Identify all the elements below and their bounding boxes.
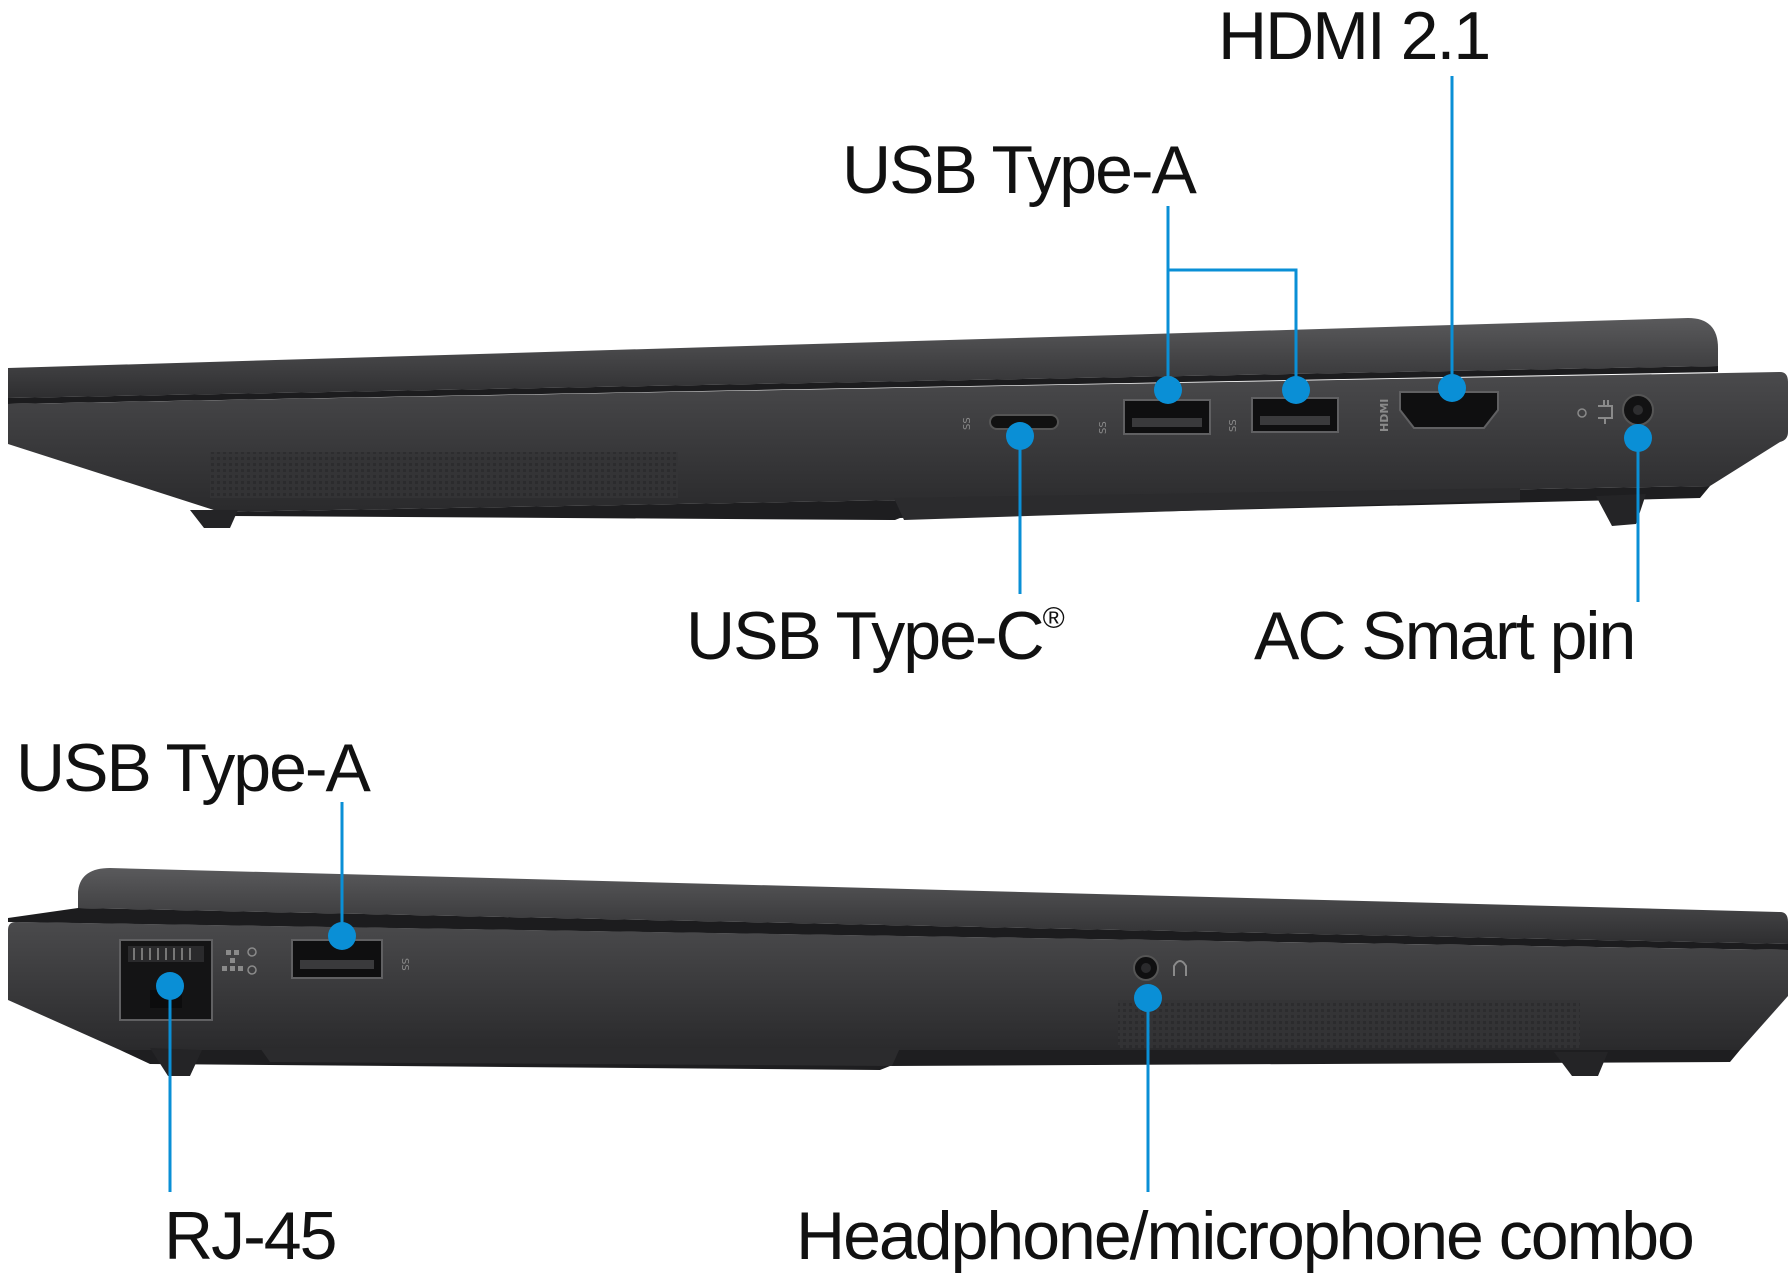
foot-left [190,510,238,528]
label-usb-a-right: USB Type-A [842,132,1197,208]
vent-grille [1118,1000,1580,1048]
lid-seam [8,366,1718,404]
callout-dot-hdmi [1438,374,1466,402]
foot-mid [894,488,1520,520]
ac-charge-led [1577,408,1587,418]
callout-dot-ac [1624,424,1652,452]
callout-dots [156,374,1652,1012]
foot-right [1554,1052,1608,1076]
label-usb-c-text: USB Type-C [686,598,1045,674]
callout-dot-rj45 [156,972,184,1000]
network-led-2 [247,965,257,975]
vent-grille [210,452,678,498]
headphone-icon [1173,960,1187,976]
hdmi-logo-mark: HDMI [1378,399,1391,432]
label-ac-smart-pin: AC Smart pin [1254,598,1636,674]
label-rj45: RJ-45 [164,1198,337,1274]
label-hdmi: HDMI 2.1 [1218,0,1491,74]
hdmi-port [1399,391,1499,429]
foot-right [1596,494,1646,526]
foot-mid [260,1048,900,1066]
left-side-view: SS [8,868,1788,1076]
usb-a-port-1 [1123,399,1211,435]
label-usb-c: USB Type-C® [686,602,1065,670]
callout-dot-headphone [1134,984,1162,1012]
plug-icon [1598,400,1613,424]
callouts [168,76,1640,1192]
lid-top [78,868,1788,944]
usb-a-left-ss-mark: SS [399,958,410,971]
usb-c-ss-mark: SS [962,417,973,430]
registered-mark: ® [1042,602,1065,635]
usb-a-1-ss-mark: SS [1098,421,1109,434]
label-headphone: Headphone/microphone combo [796,1198,1695,1274]
lid-top [8,318,1718,398]
callout-dot-usb-a-2 [1282,376,1310,404]
foot-left [150,1048,202,1076]
callout-dot-usb-c [1006,422,1034,450]
lid-seam [8,908,1788,950]
right-side-view: SS SS SS HDMI [8,318,1788,528]
callout-line-usb-a-right [1166,206,1298,388]
network-icon [222,950,243,971]
network-led-1 [247,947,257,957]
callout-dot-usb-a-left [328,922,356,950]
callout-dot-usb-a-1 [1154,376,1182,404]
label-usb-a-left: USB Type-A [16,730,371,806]
usb-a-2-ss-mark: SS [1228,419,1239,432]
